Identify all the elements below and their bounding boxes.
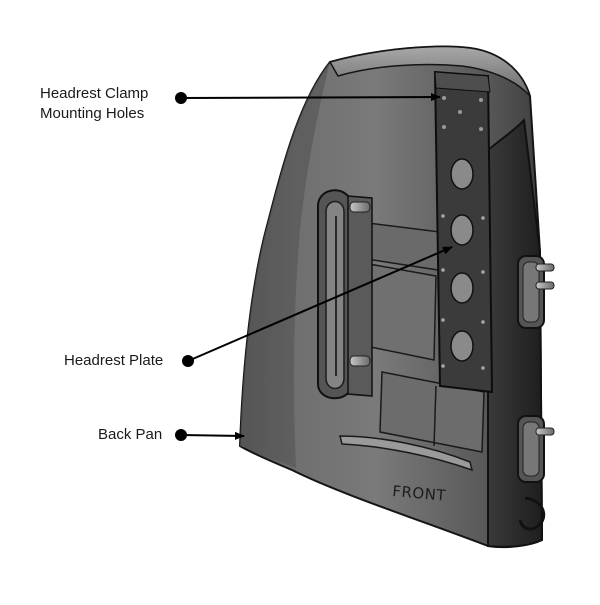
leader-back-pan (175, 429, 245, 441)
leader-clamp-holes (175, 92, 441, 104)
label-clamp-line-1: Headrest Clamp (40, 85, 149, 102)
back-pan-top-edge (328, 45, 531, 97)
front-stamp: FRONT (392, 482, 447, 505)
leader-headrest-plate (182, 246, 453, 367)
plate-hole-3 (450, 272, 474, 304)
plate-hole-4 (450, 330, 474, 362)
clamp-mounting-holes (442, 96, 483, 131)
plate-hole-1 (450, 158, 474, 190)
label-back-pan: Back Pan (98, 426, 163, 443)
plate-hole-2 (450, 214, 474, 246)
handle-mount-rail (347, 195, 373, 397)
lower-recess-divider (433, 385, 437, 447)
label-headrest-clamp-mounting-holes: Headrest Clamp Mounting Holes (40, 84, 148, 124)
back-pan-left-shade (240, 62, 330, 468)
upper-side-bracket (517, 255, 555, 329)
front-lip (339, 435, 474, 472)
lower-side-bracket (517, 415, 555, 483)
headrest-plate (433, 70, 494, 394)
side-rail-lower-clip (518, 496, 546, 531)
label-clamp-line-2: Mounting Holes (40, 105, 145, 122)
side-handle (317, 189, 353, 400)
label-headrest-plate: Headrest Plate (64, 352, 164, 369)
